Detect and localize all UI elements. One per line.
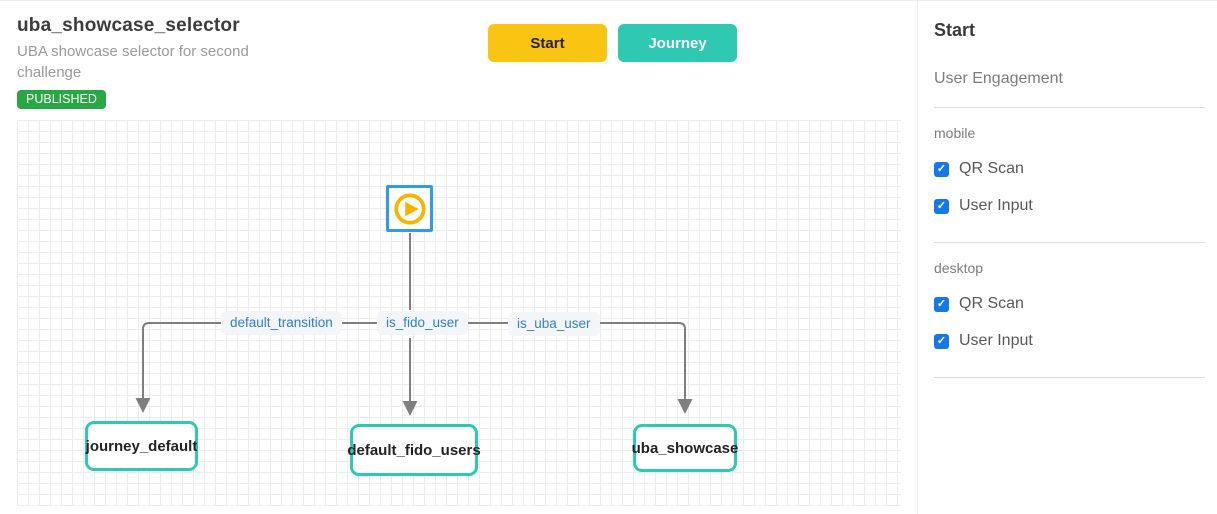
node-default-fido-users[interactable]: default_fido_users [347, 424, 481, 476]
checkbox-label: QR Scan [959, 295, 1024, 312]
edge-label-is-fido-user[interactable]: is_fido_user [377, 311, 468, 335]
divider [934, 107, 1205, 108]
node-uba-showcase[interactable]: uba_showcase [632, 424, 738, 472]
page-subtitle: UBA showcase selector for second challen… [17, 43, 249, 81]
edge-label-is-uba-user[interactable]: is_uba_user [508, 312, 600, 336]
play-icon [392, 191, 428, 227]
checkbox-checked-icon[interactable]: ✓ [934, 296, 949, 312]
sidebar-title: Start [934, 20, 976, 40]
status-badge: PUBLISHED [17, 90, 106, 109]
node-journey-default[interactable]: journey_default [85, 421, 198, 471]
start-node[interactable] [386, 185, 433, 232]
checkbox-label: User Input [959, 197, 1033, 214]
page-title: uba_showcase_selector [17, 15, 240, 36]
flow-canvas[interactable]: default_transition is_fido_user is_uba_u… [17, 120, 901, 506]
sidebar-subtitle: User Engagement [934, 70, 1063, 87]
journey-button[interactable]: Journey [618, 24, 737, 62]
edge-connector-svg [135, 233, 693, 416]
checkbox-checked-icon[interactable]: ✓ [934, 333, 949, 349]
checkbox-label: User Input [959, 332, 1033, 349]
divider [934, 242, 1205, 243]
checkbox-row-mobile-qr-scan[interactable]: ✓ QR Scan [934, 160, 1205, 178]
checkbox-row-mobile-user-input[interactable]: ✓ User Input [934, 197, 1205, 215]
checkbox-row-desktop-user-input[interactable]: ✓ User Input [934, 332, 1205, 350]
start-button[interactable]: Start [488, 24, 607, 62]
checkbox-row-desktop-qr-scan[interactable]: ✓ QR Scan [934, 295, 1205, 313]
edge-label-default-transition[interactable]: default_transition [221, 311, 342, 335]
divider [934, 377, 1205, 378]
section-label-mobile: mobile [934, 125, 976, 141]
properties-sidebar: Start User Engagement mobile ✓ QR Scan ✓… [917, 1, 1217, 514]
header: uba_showcase_selector UBA showcase selec… [17, 15, 277, 109]
checkbox-checked-icon[interactable]: ✓ [934, 161, 949, 177]
checkbox-checked-icon[interactable]: ✓ [934, 198, 949, 214]
section-label-desktop: desktop [934, 260, 984, 276]
checkbox-label: QR Scan [959, 160, 1024, 177]
